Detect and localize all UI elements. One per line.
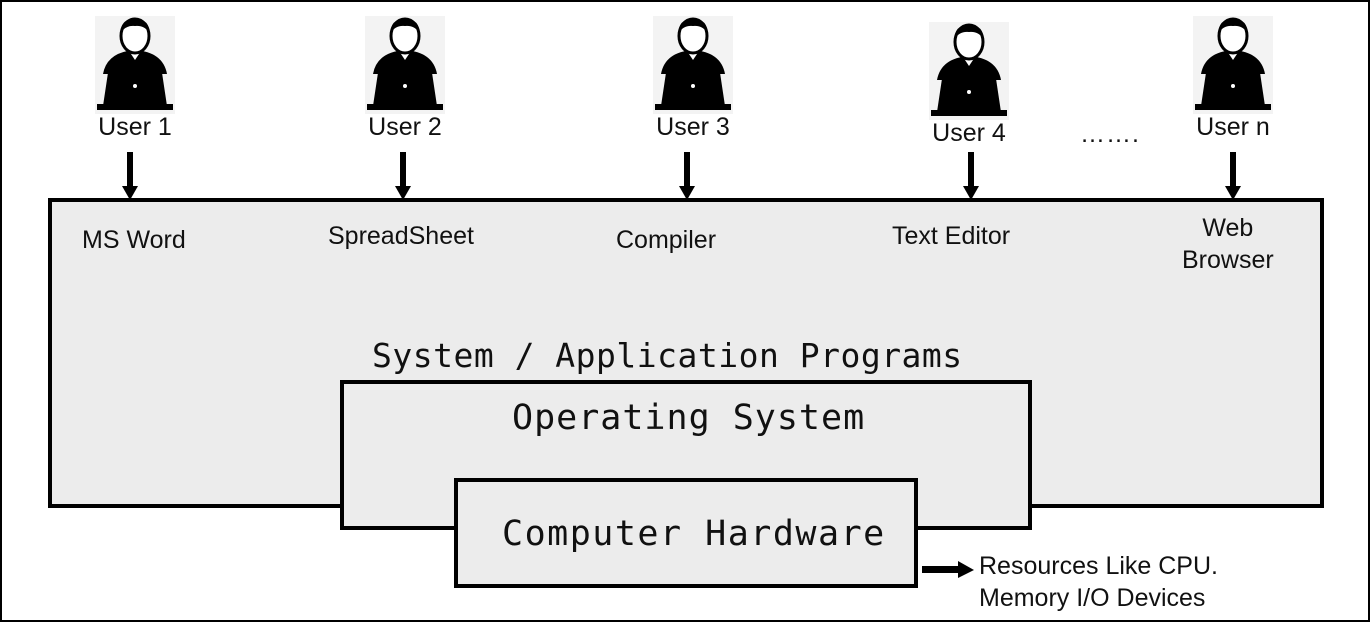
app-label-text-editor: Text Editor [892, 222, 1011, 250]
user-label: User 4 [932, 119, 1006, 147]
hardware-layer-title: Computer Hardware [502, 514, 886, 554]
resources-line-1: Resources Like CPU. [979, 552, 1218, 580]
app-label-web-browser: Web Browser [1182, 214, 1274, 274]
user-label: User 2 [368, 113, 442, 141]
right-arrow-icon [922, 561, 974, 578]
hardware-layer-box [454, 478, 918, 588]
user-label: User n [1196, 113, 1270, 141]
user-2: User 2 [360, 16, 450, 140]
more-users-ellipsis: ……. [1080, 120, 1140, 148]
down-arrow-icon [963, 152, 979, 200]
app-label-spreadsheet: SpreadSheet [328, 222, 474, 250]
os-layer-title: Operating System [512, 398, 866, 438]
user-laptop-icon [1193, 16, 1273, 114]
user-1: User 1 [90, 16, 180, 140]
programs-layer-title: System / Application Programs [372, 336, 963, 375]
resources-line-2: Memory I/O Devices [979, 584, 1206, 612]
user-4: User 4 [924, 22, 1014, 146]
user-label: User 1 [98, 113, 172, 141]
user-laptop-icon [95, 16, 175, 114]
user-laptop-icon [929, 22, 1009, 120]
app-label-ms-word: MS Word [82, 226, 186, 254]
user-label: User 3 [656, 113, 730, 141]
user-3: User 3 [648, 16, 738, 140]
down-arrow-icon [122, 152, 138, 200]
user-laptop-icon [653, 16, 733, 114]
user-n: User n [1188, 16, 1278, 140]
down-arrow-icon [679, 152, 695, 200]
resources-note: Resources Like CPU. Memory I/O Devices [979, 550, 1218, 614]
down-arrow-icon [1225, 152, 1241, 200]
user-laptop-icon [365, 16, 445, 114]
app-label-compiler: Compiler [616, 226, 717, 254]
down-arrow-icon [395, 152, 411, 200]
